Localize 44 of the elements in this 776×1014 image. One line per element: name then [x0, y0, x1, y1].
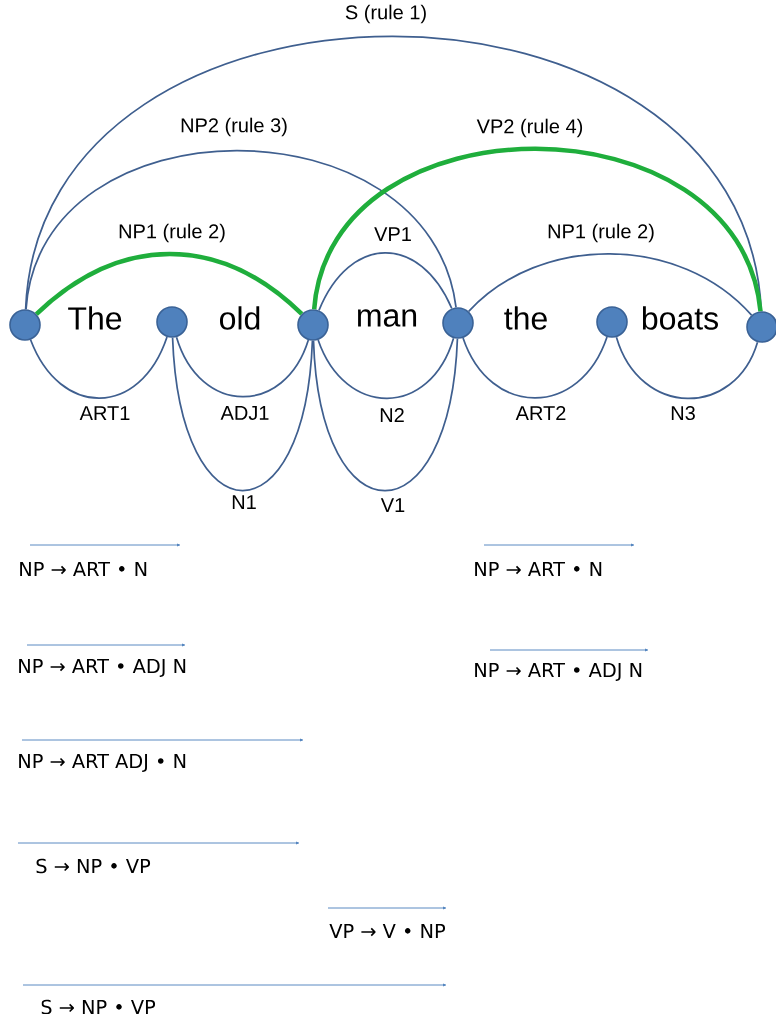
dotted-rule: S → NP • VP	[41, 999, 156, 1014]
edge-label: N3	[668, 404, 698, 422]
junction-circle	[596, 306, 628, 338]
dotted-rule: VP → V • NP	[329, 923, 445, 939]
word: old	[220, 306, 260, 330]
edge-label: N2	[377, 406, 407, 424]
junction-circle	[746, 311, 776, 343]
edge-label: VP2 (rule 4)	[475, 117, 585, 139]
edge-label: ADJ1	[219, 404, 271, 422]
junction-circle	[442, 307, 474, 339]
dotted-rule: NP → ART • N	[475, 561, 602, 577]
junction-circle	[156, 306, 188, 338]
arc	[171, 336, 314, 492]
word: man	[358, 309, 417, 327]
word: The	[68, 306, 122, 330]
edge-label: NP2 (rule 3)	[178, 116, 290, 138]
arc	[462, 336, 608, 399]
word: boats	[642, 306, 718, 330]
edge-label: NP1 (rule 2)	[545, 222, 657, 244]
arc	[317, 337, 455, 400]
dotted-rule: NP → ART • ADJ N	[19, 659, 186, 677]
word: the	[504, 306, 547, 330]
edge-label: VP1	[372, 225, 414, 243]
edge-label: NP1 (rule 2)	[116, 222, 228, 244]
arc	[29, 336, 168, 399]
edge-label: ART1	[78, 404, 132, 422]
edge-label: N1	[229, 493, 259, 511]
dotted-rule: S → NP • VP	[36, 858, 151, 874]
arc	[175, 336, 310, 398]
arc	[25, 149, 457, 311]
junction-circle	[297, 309, 329, 341]
edge-label: S (rule 1)	[343, 3, 429, 25]
arc	[318, 252, 453, 312]
arc	[312, 337, 459, 492]
arc	[311, 146, 763, 312]
arc	[467, 252, 753, 317]
dotted-rule: NP → ART • ADJ N	[475, 663, 642, 681]
arc	[34, 251, 304, 316]
junction-circle	[9, 309, 41, 341]
dotted-rule: NP → ART • N	[20, 561, 147, 577]
arc	[615, 336, 759, 400]
edge-label: V1	[379, 496, 407, 514]
dotted-rule: NP → ART ADJ • N	[19, 754, 186, 772]
edge-label: ART2	[514, 404, 568, 422]
